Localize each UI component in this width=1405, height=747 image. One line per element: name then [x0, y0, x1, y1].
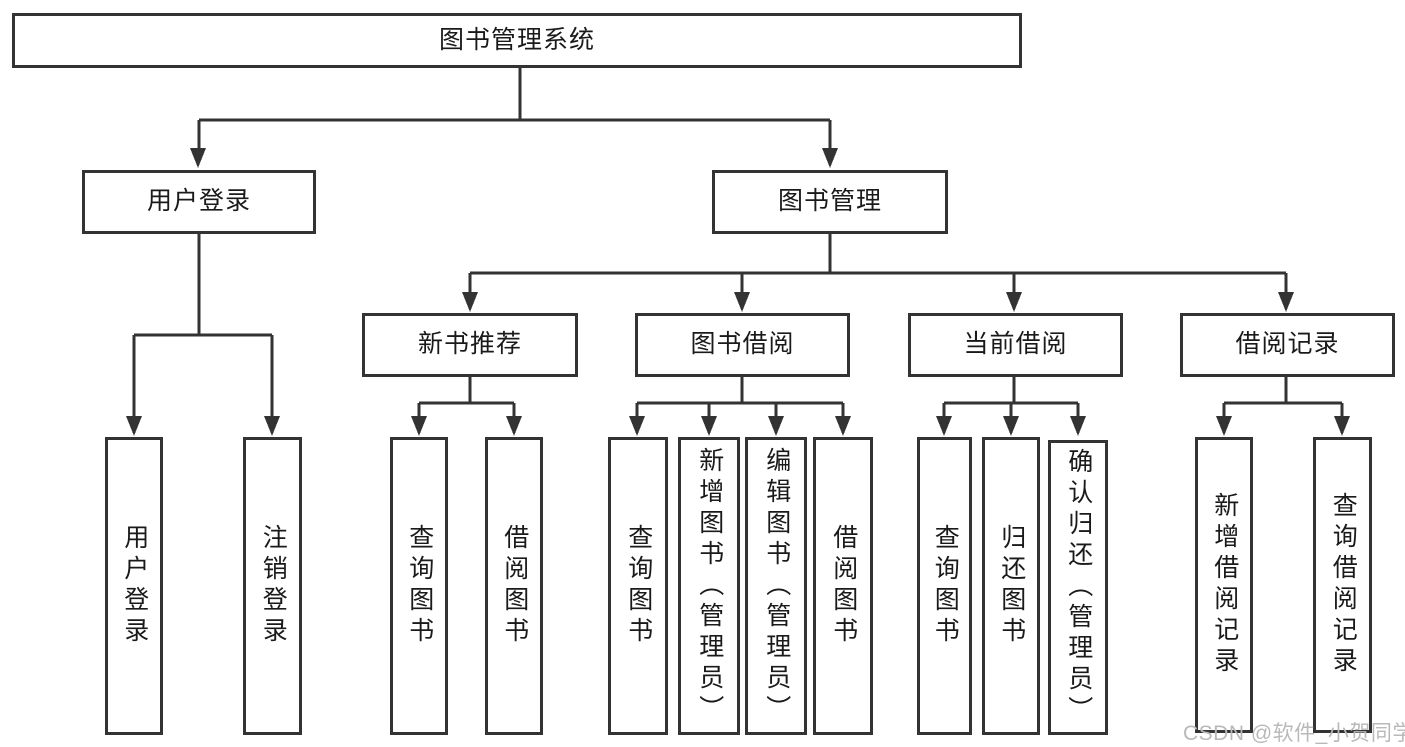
leaf-edit-book-admin: 编辑图书（管理员） — [745, 437, 807, 735]
leaf-add-book-admin: 新增图书（管理员） — [678, 437, 740, 735]
node-current-borrow: 当前借阅 — [908, 313, 1123, 377]
node-new-book-recommend: 新书推荐 — [362, 313, 578, 377]
node-book-borrow: 图书借阅 — [635, 313, 850, 377]
edge-borrow-records-children — [1222, 377, 1344, 418]
edge-new-book-recommend-children — [417, 377, 516, 418]
leaf-return-books: 归还图书 — [982, 437, 1040, 735]
leaf-query-books-current: 查询图书 — [917, 437, 972, 735]
arrowheads — [126, 148, 1350, 436]
leaf-borrow-books-recommend: 借阅图书 — [485, 437, 543, 735]
leaf-add-borrow-record: 新增借阅记录 — [1195, 437, 1253, 733]
edge-book-management-children — [468, 234, 1288, 294]
leaf-query-books-recommend: 查询图书 — [390, 437, 448, 735]
edge-current-borrow-children — [942, 377, 1080, 418]
leaf-query-borrow-record: 查询借阅记录 — [1313, 437, 1372, 733]
leaf-user-login: 用户登录 — [105, 437, 163, 735]
node-book-management: 图书管理 — [712, 170, 948, 234]
leaf-confirm-return-admin: 确认归还（管理员） — [1048, 440, 1108, 735]
node-root: 图书管理系统 — [12, 13, 1022, 68]
leaf-borrow-books-borrow: 借阅图书 — [813, 437, 873, 735]
watermark: CSDN @软件_小贺同学 — [1183, 722, 1405, 745]
leaf-query-books-borrow: 查询图书 — [608, 437, 668, 735]
node-user-login: 用户登录 — [82, 170, 316, 234]
edge-book-borrow-children — [635, 377, 845, 418]
edge-user-login-children — [132, 234, 274, 418]
leaf-logout: 注销登录 — [243, 437, 302, 735]
node-borrow-records: 借阅记录 — [1180, 313, 1395, 377]
edge-root-to-level1 — [197, 68, 832, 150]
